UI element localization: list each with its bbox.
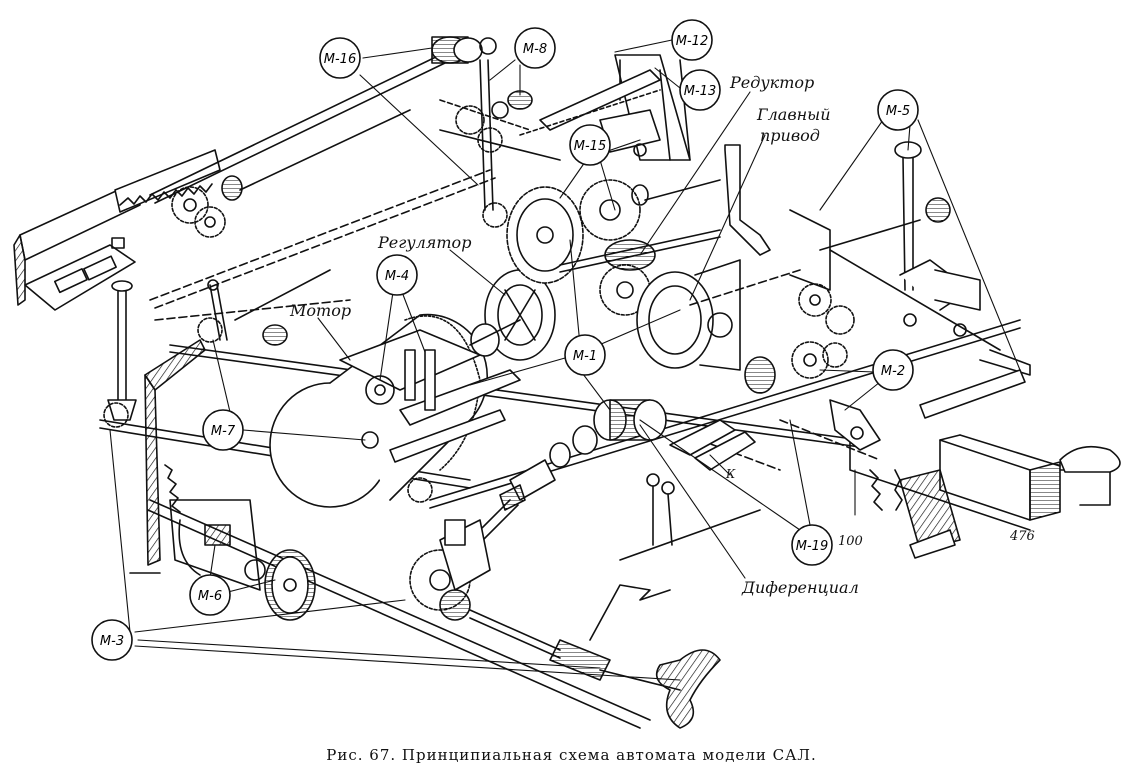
box-476	[899, 434, 1121, 559]
svg-text:M-3: M-3	[100, 634, 124, 649]
label-diferencial: Диференциал	[741, 578, 859, 597]
svg-text:M-5: M-5	[886, 104, 910, 119]
left-vertical-post	[103, 280, 137, 428]
label-k: К	[725, 467, 736, 481]
svg-text:M-13: M-13	[684, 84, 716, 99]
label-m2: M-2	[872, 349, 914, 391]
m16-drum	[431, 36, 497, 64]
top-long-shaft	[149, 54, 446, 204]
label-m5: M-5	[877, 89, 919, 131]
label-m12: M-12	[671, 19, 713, 61]
left-rods	[197, 269, 433, 503]
svg-text:M-15: M-15	[574, 139, 606, 154]
mechanism-diagram: M-16 M-8 M-12 M-13 M-15 M-5 M-4 M-1	[13, 19, 1121, 729]
label-glavny: Главный	[756, 105, 831, 124]
label-motor: Мотор	[289, 301, 351, 320]
label-m19: M-19	[791, 524, 833, 566]
flywheel	[129, 499, 316, 621]
label-m13: M-13	[679, 69, 721, 111]
label-reduktor: Редуктор	[729, 73, 814, 92]
label-m8: M-8	[514, 27, 556, 69]
central-vertical-shaft	[439, 59, 561, 228]
label-privod: привод	[760, 126, 820, 145]
svg-text:M-12: M-12	[676, 34, 708, 49]
svg-text:M-4: M-4	[385, 269, 409, 284]
m5-linkage	[789, 141, 1001, 351]
bottom-rails	[589, 473, 761, 641]
label-476: 476	[1009, 529, 1035, 544]
label-m3: M-3	[91, 619, 133, 661]
label-m7: M-7	[202, 409, 244, 451]
motor	[269, 313, 521, 508]
svg-text:M-1: M-1	[573, 349, 597, 364]
differential	[469, 442, 571, 546]
label-m4: M-4	[376, 254, 418, 296]
m2-lever	[829, 399, 881, 451]
circle-labels: M-16 M-8 M-12 M-13 M-15 M-5 M-4 M-1	[91, 19, 919, 661]
svg-text:M-7: M-7	[211, 424, 236, 439]
springs	[164, 464, 903, 513]
svg-text:M-16: M-16	[324, 52, 356, 67]
svg-text:M-2: M-2	[881, 364, 905, 379]
right-gear-stack	[744, 283, 855, 394]
crank-handle	[549, 639, 721, 729]
text-callouts: Редуктор Главный привод Регулятор Мотор …	[289, 73, 1035, 597]
label-m15: M-15	[569, 124, 611, 166]
label-m1: M-1	[564, 334, 606, 376]
k-bracket	[669, 419, 756, 471]
label-100: 100	[838, 534, 863, 549]
svg-text:M-19: M-19	[796, 539, 828, 554]
svg-text:M-8: M-8	[523, 42, 547, 57]
leader-lines	[109, 39, 1021, 681]
regulator-big-wheel	[506, 186, 584, 284]
label-regulyator: Регулятор	[377, 233, 471, 252]
label-m16: M-16	[319, 37, 361, 79]
svg-text:M-6: M-6	[198, 589, 222, 604]
bevel-gear-assembly	[409, 519, 561, 659]
main-drive-drum	[636, 259, 741, 371]
main-drive-lever	[724, 144, 771, 256]
m1-drum	[572, 399, 667, 455]
label-m6: M-6	[189, 574, 231, 616]
rack-bracket	[13, 149, 221, 311]
figure-caption: Рис. 67. Принципиальная схема автомата м…	[326, 746, 817, 764]
m15-bracket	[599, 109, 721, 206]
left-gear-cluster	[171, 109, 411, 238]
